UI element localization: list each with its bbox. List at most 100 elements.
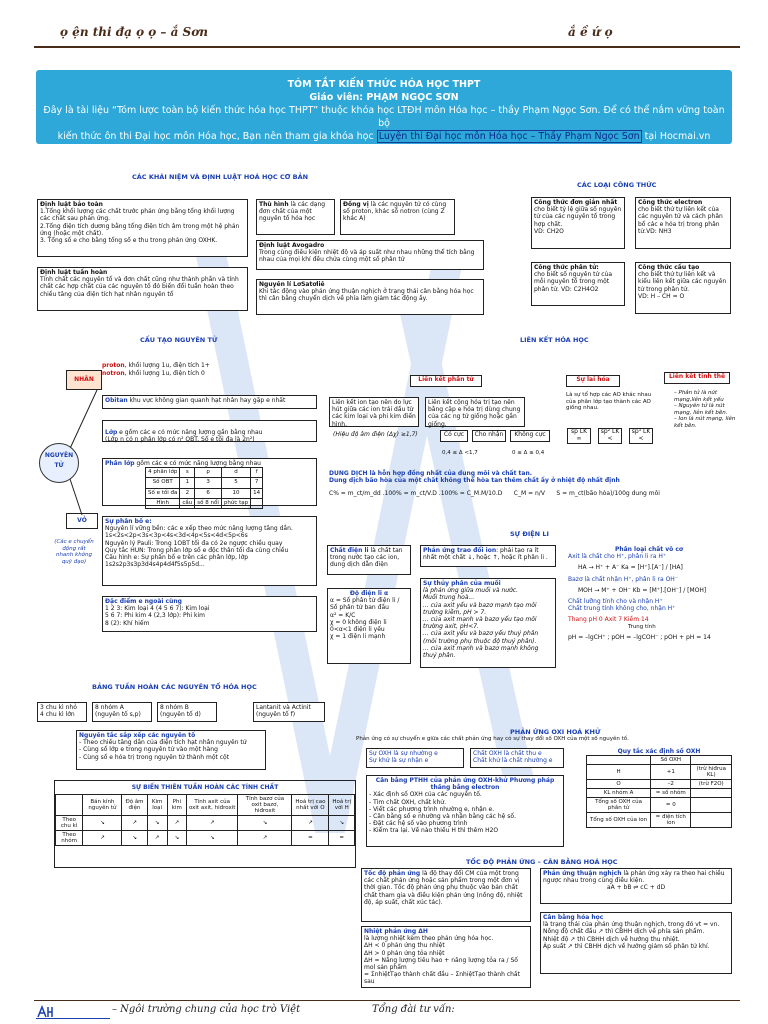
section-atom: CẤU TẠO NGUYÊN TỬ — [140, 336, 218, 344]
isotope-box: Đồng vị là các nguyên tử có cùng số prot… — [340, 199, 455, 235]
oxidation-rule-row: KL nhóm A= số nhóm — [585, 788, 732, 798]
balance-step: - Kiểm tra lại. Về nào thiếu H thì thêm … — [369, 827, 499, 835]
table-cell: KL nhóm A — [585, 788, 652, 798]
table-cell: = 0 — [650, 797, 692, 813]
course-link[interactable]: Luyện thi Đại học môn Hóa học – Thầy Phạ… — [376, 130, 642, 143]
table-cell: Hình — [144, 497, 181, 510]
hydrolysis-box: Sự thủy phân của muối là phản ứng giữa m… — [420, 578, 556, 668]
table-cell: Tổng số OXH của ion — [585, 812, 652, 828]
allotrope-box: Thù hình là các dạng đơn chất của một ng… — [256, 199, 335, 235]
ionization-line: α² = K/C — [330, 611, 356, 619]
hydrolysis-line: ... của axit mạnh và bazơ yếu tạo môi tr… — [423, 616, 537, 631]
table-cell: O — [585, 779, 652, 789]
conservation-law-title: Định luật bảo toàn — [40, 201, 103, 208]
valence-line: 1 2 3: Kim loại 4 (4 5 6 7): Kim loại — [105, 605, 210, 613]
table-cell: Hoá trị với H — [328, 794, 355, 816]
crystal-bond-label: Liên kết tinh thể — [664, 372, 730, 384]
group-b-box: 8 nhóm B (nguyên tố d) — [157, 702, 217, 722]
periodic-law-title: Định luật tuần hoàn — [40, 269, 108, 276]
table-cell: phức tạp — [220, 497, 252, 510]
banner-title: TÓM TẮT KIẾN THỨC HÓA HỌC THPT — [287, 79, 481, 90]
table-cell: 6 — [194, 487, 222, 499]
heat-line: ΔH > 0 phản ứng tỏa nhiệt — [364, 949, 445, 957]
table-cell: Số OBT — [144, 477, 181, 489]
oxidation-rule-row: Tổng số OXH của phân tử= 0 — [585, 797, 732, 813]
table-cell: Phi kim — [166, 794, 187, 816]
formula-structural-box: Công thức cấu tạo cho biết thứ tự liên k… — [635, 262, 731, 314]
principle-line: - Cùng số e hóa trị trong nguyên tử thàn… — [79, 753, 230, 761]
table-cell — [585, 755, 652, 765]
hydrolysis-line: ... của axit yếu và bazơ yếu thuỷ phân (… — [423, 630, 539, 645]
equilibrium-line: Nồng độ chất đầu ↗ thì CBHH dịch về phía… — [543, 928, 705, 936]
table-cell: 2 — [179, 487, 196, 499]
hybridization-text: Là sự tổ hợp các AO khác nhau của phân l… — [566, 392, 652, 411]
ionization-line: χ = 1 điện li mạnh — [330, 633, 386, 641]
chemical-equilibrium-box: Cân bằng hóa học là trạng thái của phản … — [540, 912, 732, 974]
table-cell: 4 phân lớp — [144, 467, 181, 479]
sp-label: sp LK ∞ — [567, 428, 591, 444]
saturated-def: Dung dịch bão hòa của một chất không thể… — [329, 477, 620, 484]
ionization-line: 0<α<1 điện li yếu — [330, 626, 385, 634]
table-cell: Độ âm điện — [121, 794, 148, 816]
crystal-bond-notes: – Phân tử là nút mạng,liên kết yếu– Nguy… — [674, 390, 736, 429]
table-cell: ↗ — [146, 830, 168, 846]
balance-step: - Viết các phương trình nhường e, nhận e… — [369, 805, 495, 813]
table-cell: cầu — [179, 497, 196, 510]
nonpolar-range: 0 ≤ Δ ≤ 0,4 — [512, 450, 545, 456]
table-cell: = — [291, 830, 330, 846]
table-cell: Số e tối đa — [144, 487, 181, 499]
equilibrium-line: Nhiệt độ ↗ thì CBHH dịch về hướng thu nh… — [543, 935, 680, 943]
oxidation-rule-row: H+1(trừ hiđrua KL) — [585, 764, 732, 780]
ion-exchange-box: Phản ứng trao đổi ion: phải tạo ra ít nh… — [420, 545, 556, 567]
table-cell: ↗ — [82, 830, 123, 846]
solution-block: DUNG DỊCH là hỗn hợp đồng nhất của dung … — [329, 470, 729, 497]
inorganic-classification-box: Phân loại chất vô cơ Axit là chất cho H⁺… — [566, 545, 732, 710]
table-cell: = số nhóm — [650, 788, 692, 798]
electrolyte-box: Chất điện li là chất tan trong nước tạo … — [327, 545, 411, 575]
sp3-label: sp³ LK < — [629, 428, 653, 444]
balance-step: - Xác định số OXH của các nguyên tố. — [369, 791, 482, 799]
reversible-reaction-box: Phản ứng thuận nghịch là phản ứng xảy ra… — [540, 868, 732, 904]
table-cell — [54, 794, 84, 816]
group-a-box: 8 nhóm A (nguyên tố s,p) — [92, 702, 152, 722]
formula-electron-box: Công thức electron cho biết thứ tự liên … — [635, 197, 731, 249]
valence-electron-box: Đặc điểm e ngoài cùng 1 2 3: Kim loại 4 … — [102, 596, 317, 632]
footer-divider — [34, 1000, 740, 1001]
distribution-line: Nguyên lí vững bền: các e xếp theo mức n… — [105, 525, 293, 533]
periodic-trends-panel: SỰ BIẾN THIÊN TUẦN HOÀN CÁC TÍNH CHẤT Bá… — [54, 780, 356, 868]
oxidation-rule-row: O–2(trừ F2O) — [585, 779, 732, 789]
balance-step: - Tìm chất OXH, chất khử. — [369, 798, 446, 806]
equilibrium-line: là trạng thái của phản ứng thuận nghịch,… — [543, 921, 720, 929]
hydrolysis-line: ... của axit mạnh và bazơ mạnh không thu… — [423, 644, 539, 660]
hybridization-label: Sự lai hóa — [566, 375, 620, 387]
hydrolysis-line: là phản ứng giữa muối và nước. — [423, 587, 518, 595]
table-cell: d — [220, 467, 252, 479]
redox-intro: Phản ứng có sự chuyển e giữa các chất ph… — [356, 736, 629, 742]
crystal-note: – Phân tử là nút mạng,liên kết yếu — [674, 390, 724, 403]
table-cell: ↗ — [166, 815, 187, 831]
section-rate: TỐC ĐỘ PHẢN ỨNG – CÂN BẰNG HOÁ HỌC — [466, 858, 618, 866]
footer-hotline: Tổng đài tư vấn: — [372, 1004, 455, 1015]
header-left: ọ ện thi đạ ọ ọ – ắ Sơn — [60, 25, 208, 39]
crystal-note: – Ion là nút mạng, liên kết bền. — [674, 416, 736, 429]
lanthanide-box: Lantanit và Actinit (nguyên tố f) — [253, 702, 325, 722]
table-cell: +1 — [650, 764, 692, 780]
table-cell: Tính bazơ của oxit bazơ, hiđroxit — [237, 794, 293, 816]
table-cell: ↘ — [237, 815, 293, 831]
table-cell: số 8 nổi — [194, 497, 222, 510]
balance-step: - Đặt các hệ số vào phương trình — [369, 820, 468, 828]
lechatelier-box: Nguyên lí LơSatơliê Khi tác động vào phả… — [256, 279, 484, 315]
sp2-label: sp² LK < — [598, 428, 622, 444]
principle-line: - Theo chiều tăng dần của điện tích hạt … — [79, 739, 247, 747]
table-cell: 10 — [220, 487, 252, 499]
table-cell: 14 — [250, 487, 264, 499]
shell-label: VỎ — [66, 513, 98, 529]
intro-banner: TÓM TẮT KIẾN THỨC HÓA HỌC THPT Giáo viên… — [36, 70, 732, 144]
